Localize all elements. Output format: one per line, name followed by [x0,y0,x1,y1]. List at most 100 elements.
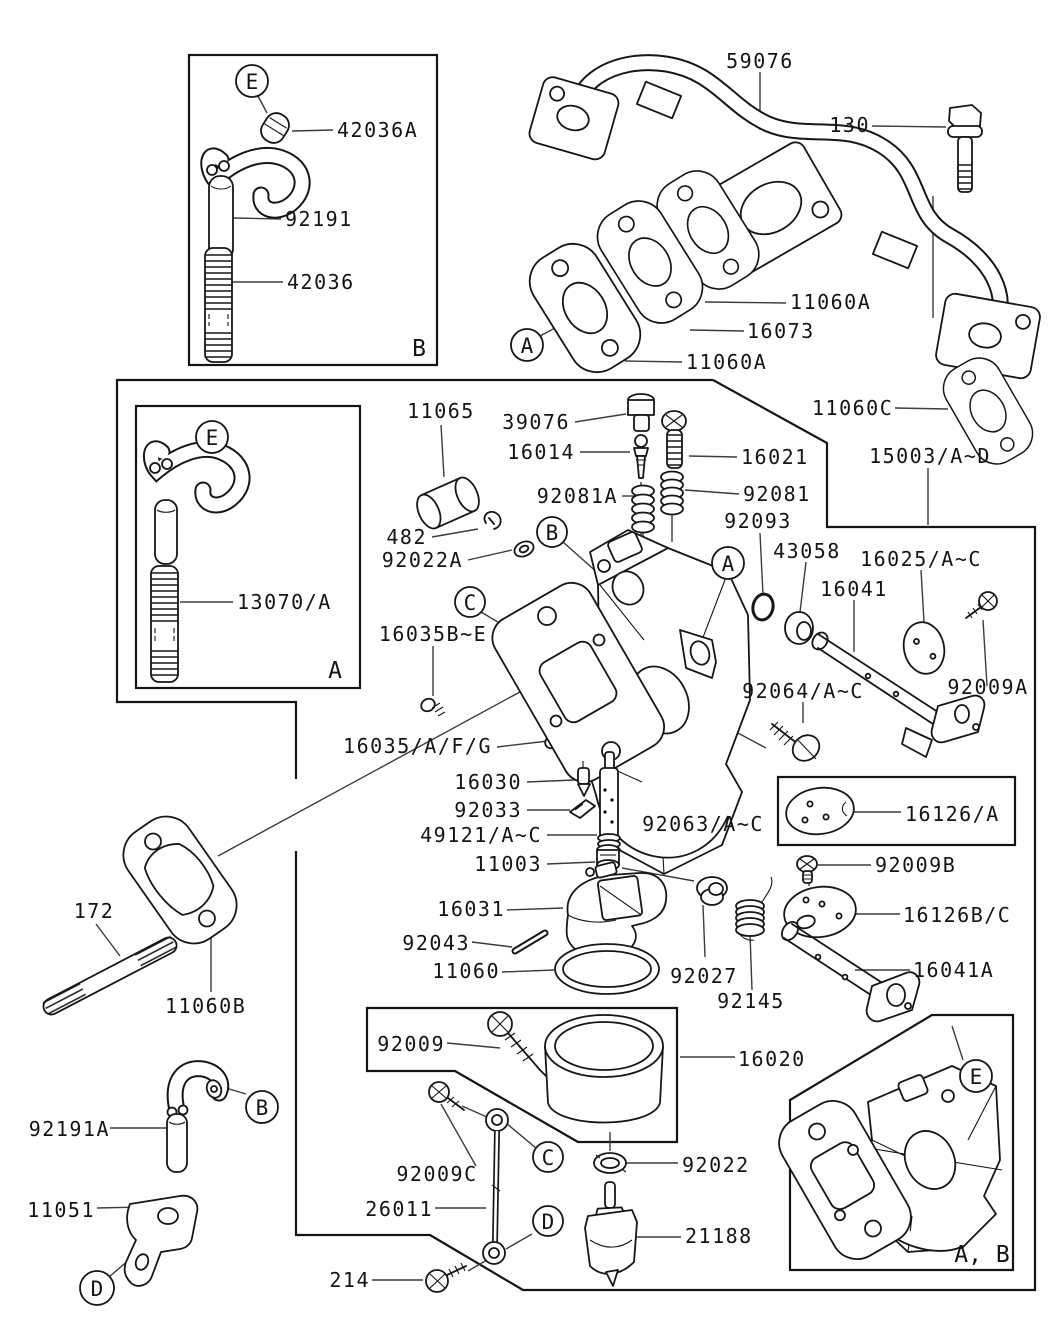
screw-92009a-drawing [965,591,998,619]
callout-letter: E [970,1065,983,1089]
part-label-11060a-bottom: 11060A [686,350,767,374]
part-label-92009: 92009 [377,1032,445,1056]
part-label-15003: 15003/A~D [869,444,991,468]
inset-letter-b: B [412,336,426,362]
link-rod-26011-drawing [482,1108,509,1265]
stud-13070-drawing [150,565,179,683]
part-label-49121: 49121/A~C [420,823,542,847]
part-label-92033: 92033 [454,798,522,822]
choke-shaft-16041a-drawing [780,920,921,1023]
inset-letter-ab: A, B [954,1242,1009,1268]
washer-92022-drawing [593,1152,627,1174]
part-label-16031: 16031 [437,897,505,921]
valve-16030-drawing [577,761,591,797]
part-label-172: 172 [74,899,115,923]
part-label-16126bc: 16126B/C [903,903,1011,927]
disc-16126a-drawing [785,786,855,836]
callout-a-manifold: A [510,328,544,362]
callout-letter: B [256,1096,269,1120]
part-label-11060c: 11060C [812,396,893,420]
float-bowl-16020-drawing [544,1014,664,1124]
part-label-16073: 16073 [747,319,815,343]
screw-92009b-drawing [796,855,818,884]
choke-plate-16025-drawing [902,621,946,675]
inset-box-a [134,404,362,690]
callout-letter: A [722,552,735,576]
part-label-42036: 42036 [287,270,355,294]
spring-92145-drawing [735,876,773,941]
hose-13070-elbow-drawing [142,440,251,514]
clip-482-drawing [483,510,502,530]
screw-92009c-drawing [428,1081,465,1111]
part-label-16041a: 16041A [913,958,994,982]
tube-92191a-drawing [166,1113,188,1173]
part-label-92009b: 92009B [875,853,956,877]
part-label-16020: 16020 [738,1047,806,1071]
stud-42036-drawing [204,247,233,363]
hose-92191a-elbow-drawing [166,1060,230,1119]
part-label-16126a: 16126/A [905,802,1000,826]
part-label-92081: 92081 [743,482,811,506]
part-label-26011: 26011 [365,1197,433,1221]
part-label-92022: 92022 [682,1153,750,1177]
part-label-11060: 11060 [432,959,500,983]
gasket-11060b-drawing [122,815,238,945]
callout-c-rod: C [532,1141,564,1173]
screw-16021-drawing [661,410,687,469]
callout-letter: D [542,1210,555,1234]
part-label-92081a: 92081A [537,484,618,508]
callout-letter: C [464,591,477,615]
part-label-11060a-top: 11060A [790,290,871,314]
part-label-21188: 21188 [685,1224,753,1248]
disc-16126bc-drawing [783,885,857,939]
fitting-39076-drawing [627,393,655,432]
part-label-92027: 92027 [670,964,738,988]
part-label-92191a: 92191A [29,1117,110,1141]
part-label-482: 482 [386,525,427,549]
part-label-130: 130 [829,113,870,137]
clip-92033-drawing [569,799,596,819]
inset-letter-a: A [328,658,342,684]
part-label-43058: 43058 [773,539,841,563]
part-label-92145: 92145 [717,989,785,1013]
oring-92093-drawing [751,592,775,622]
part-label-11065: 11065 [407,399,475,423]
part-label-92093: 92093 [724,509,792,533]
part-label-16041: 16041 [820,577,888,601]
throttle-shaft-16041-drawing [811,631,986,758]
callout-d-bracket: D [79,1270,115,1306]
bracket-11051-drawing [123,1194,199,1287]
needle-16014-drawing [633,434,649,479]
bushing-92027-drawing [696,876,728,906]
part-label-92022a: 92022A [382,548,463,572]
washer-92022a-drawing [513,540,535,558]
inset-box-b [187,53,439,367]
cup-11065-drawing [416,476,480,530]
callout-e-inset-ab: E [959,1059,993,1093]
hose-92191-elbow-drawing [200,147,311,219]
part-label-92043: 92043 [402,931,470,955]
callout-d-rod: D [532,1205,564,1237]
callout-c-carb: C [454,586,486,618]
part-label-92063: 92063/A~C [642,812,764,836]
screw-214-drawing [425,1262,467,1293]
part-label-92064: 92064/A~C [742,679,864,703]
plug-screw-16035be-drawing [420,697,446,717]
part-label-92191: 92191 [285,207,353,231]
part-label-11060b: 11060B [165,994,246,1018]
spring-92081-drawing [660,470,684,516]
spring-92081a-drawing [631,484,655,534]
solenoid-21188-drawing [584,1181,638,1287]
part-label-11003: 11003 [474,852,542,876]
part-label-16030: 16030 [454,770,522,794]
callout-e-box-a: E [195,420,229,454]
main-group-outline [115,378,1037,1292]
part-label-42036a: 42036A [337,118,418,142]
part-label-13070: 13070/A [237,590,332,614]
part-label-59076: 59076 [726,49,794,73]
part-label-11051: 11051 [27,1198,95,1222]
bolt-130-drawing [947,104,983,193]
callout-a-carb: A [711,546,745,580]
